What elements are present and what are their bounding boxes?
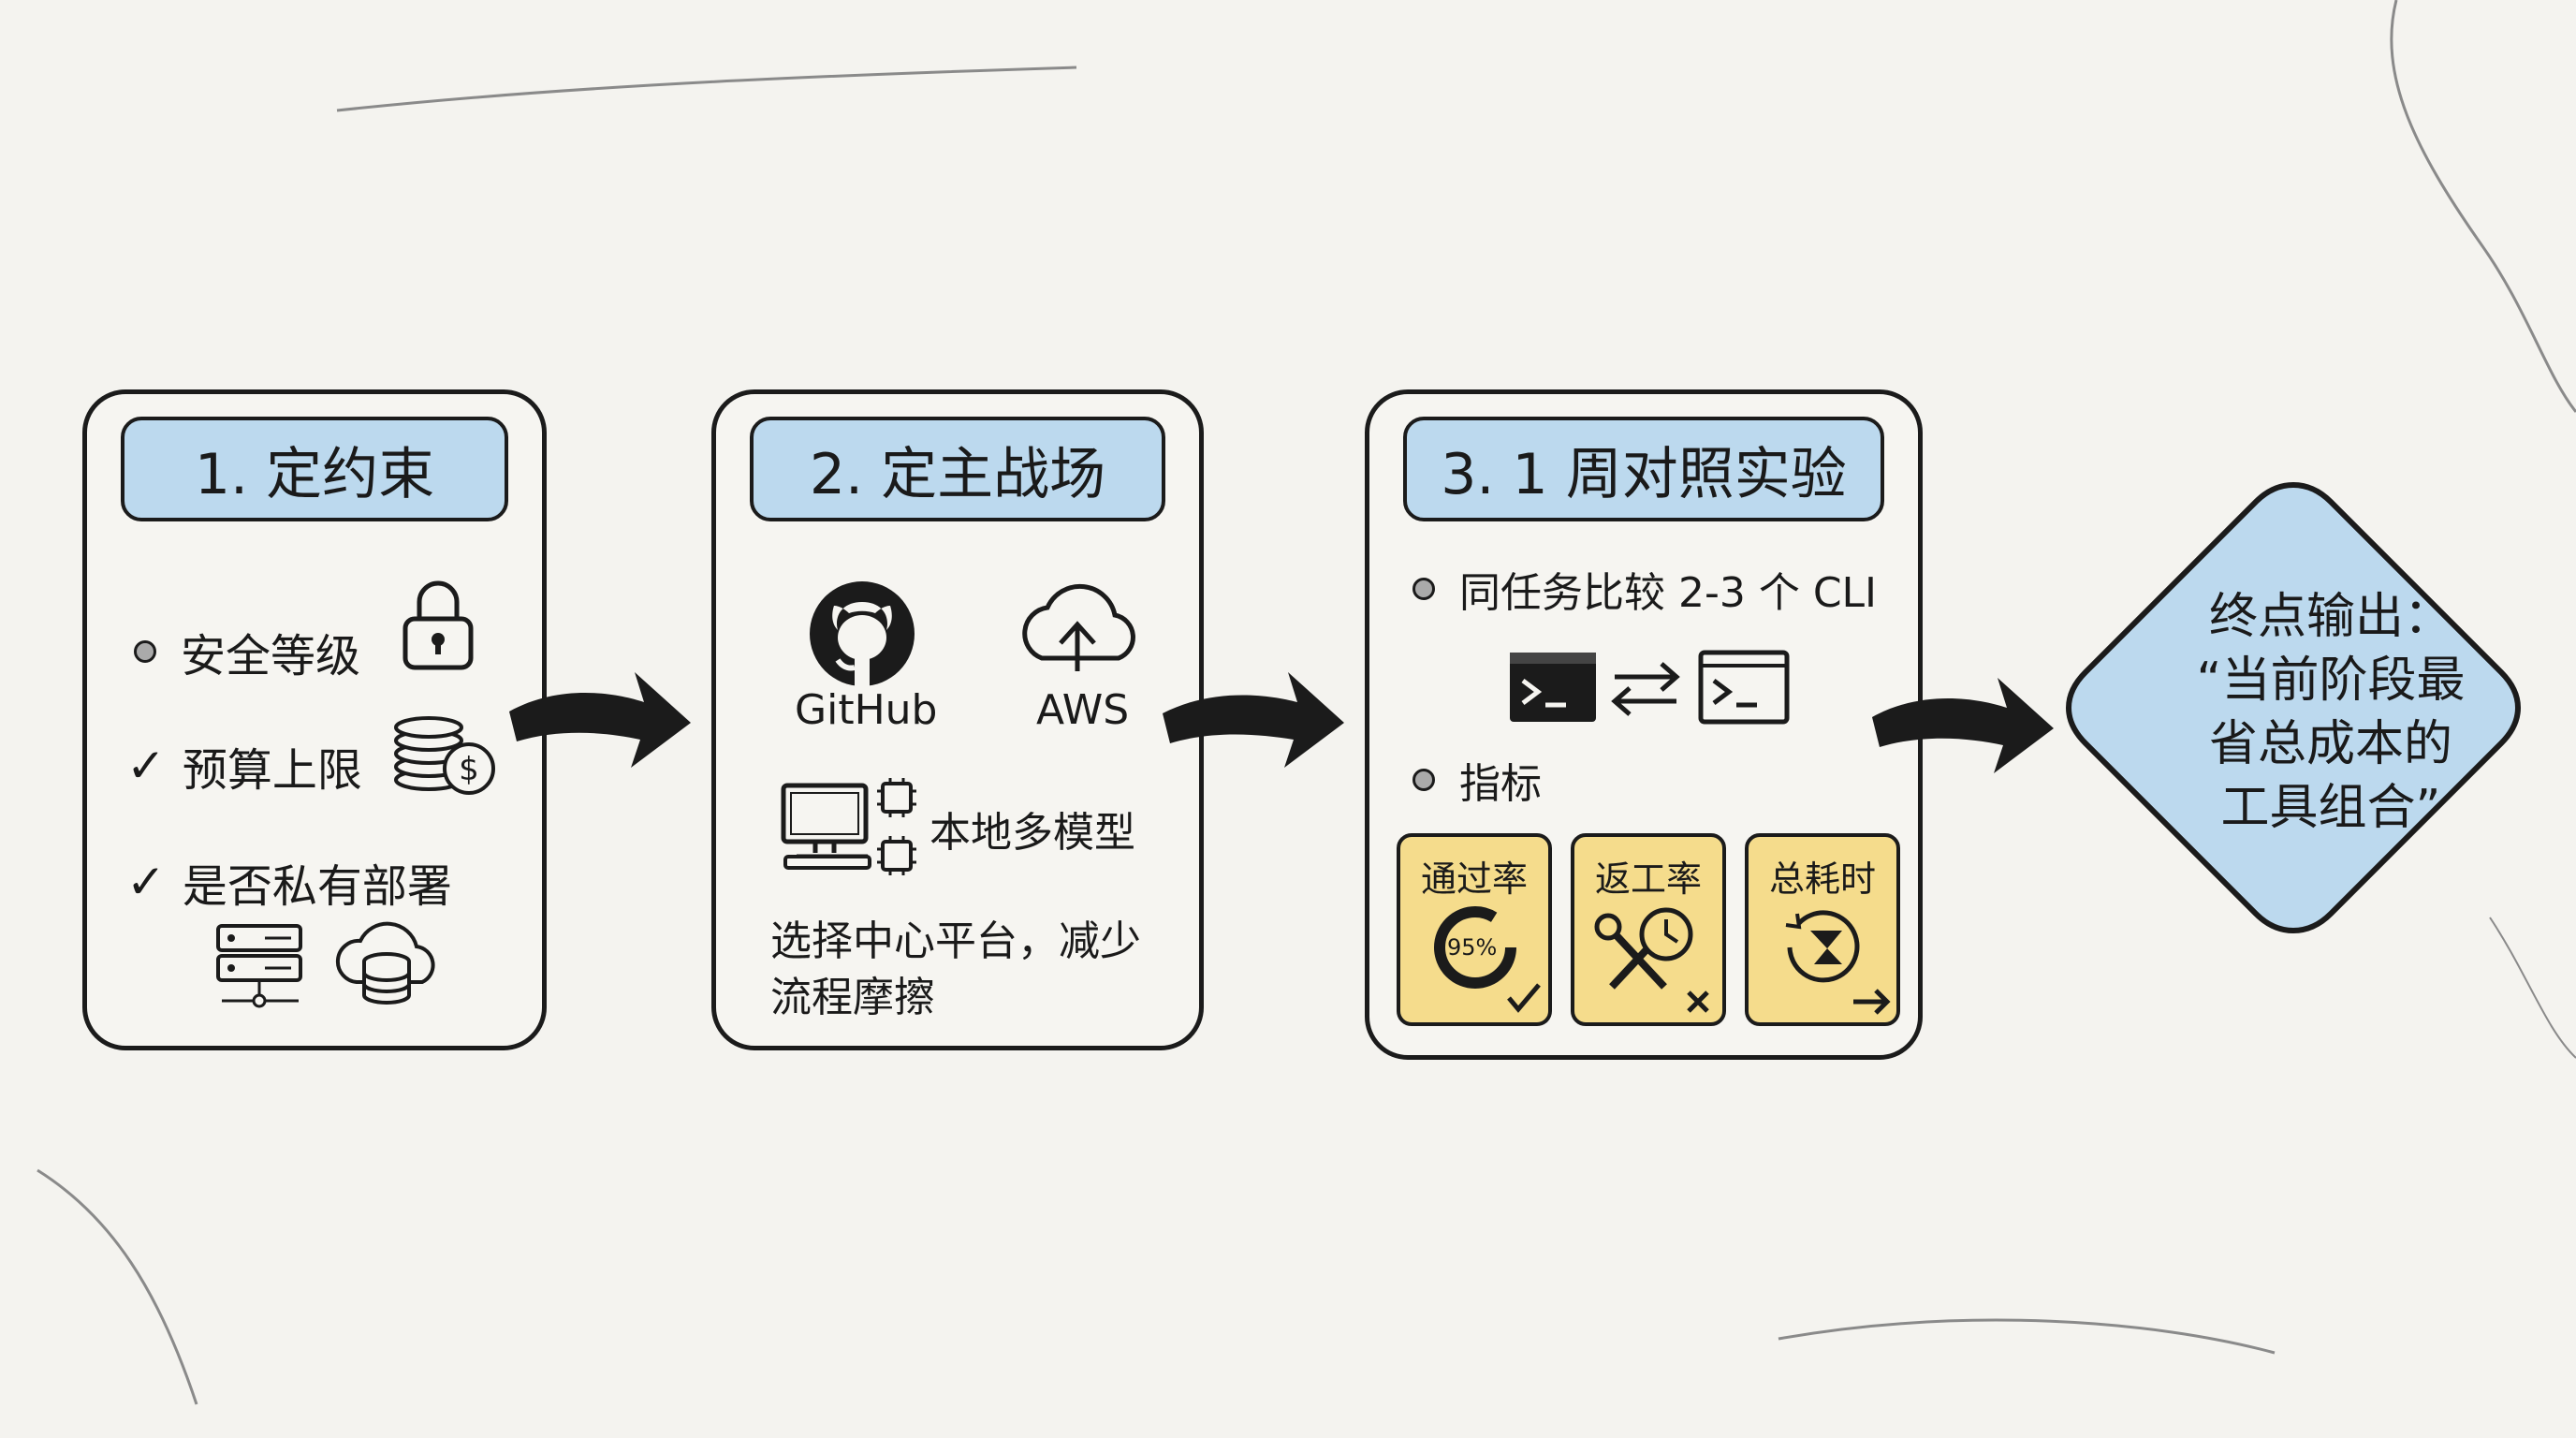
cloud-upload-icon — [1022, 583, 1135, 671]
constraint-label: 是否私有部署 — [182, 860, 452, 913]
constraint-item: ✓ 预算上限 — [126, 733, 362, 799]
svg-text:$: $ — [459, 751, 479, 788]
swap-arrows-icon — [1611, 662, 1680, 716]
output-diamond — [2065, 481, 2522, 934]
platform-label: AWS — [1036, 686, 1130, 734]
local-models-label: 本地多模型 — [929, 809, 1135, 857]
platform-note: 流程摩擦 — [770, 974, 935, 1021]
cloud-database-icon — [335, 921, 435, 1005]
flow-arrow-icon — [509, 672, 691, 768]
constraint-item: 安全等级 — [134, 619, 360, 684]
checkmark-icon: ✓ — [126, 855, 166, 909]
constraint-item: ✓ 是否私有部署 — [126, 849, 452, 915]
compare-item: 同任务比较 2-3 个 CLI — [1412, 559, 1877, 619]
output-line: 工具组合” — [2220, 780, 2441, 836]
bullet-dot-icon — [1412, 769, 1435, 791]
compare-label: 同任务比较 2-3 个 CLI — [1459, 569, 1878, 617]
metric-label: 通过率 — [1420, 858, 1528, 900]
constraint-label: 预算上限 — [182, 744, 362, 797]
step-card-platform: 2. 定主战场 GitHub AWS 本地多模型 选择中心平台，减少 流程摩擦 — [711, 389, 1204, 1050]
github-icon — [810, 581, 915, 686]
output-text: 终点输出： “当前阶段最 省总成本的 工具组合” — [2097, 585, 2565, 840]
cli-compare-icons — [1510, 650, 1790, 725]
metric-tile-pass-rate: 通过率 95% — [1397, 833, 1552, 1026]
terminal-light-icon — [1698, 650, 1790, 725]
step-title: 3. 1 周对照实验 — [1403, 417, 1884, 521]
output-line: “当前阶段最 — [2196, 653, 2466, 709]
step-title: 1. 定约束 — [121, 417, 508, 521]
server-rack-icon — [216, 924, 302, 1008]
flow-arrow-icon — [1872, 678, 2054, 773]
computer-chip-icon — [781, 778, 916, 875]
output-line: 省总成本的 — [2208, 716, 2452, 772]
output-line: 终点输出： — [2208, 589, 2452, 645]
metric-label: 返工率 — [1594, 858, 1702, 900]
metrics-label: 指标 — [1459, 760, 1542, 808]
platform-note: 选择中心平台，减少 — [770, 917, 1141, 965]
platform-label: GitHub — [795, 686, 938, 734]
gauge-check-icon — [1434, 906, 1541, 1013]
step-title: 2. 定主战场 — [750, 417, 1165, 521]
metric-tile-total-time: 总耗时 — [1745, 833, 1900, 1026]
terminal-dark-icon — [1510, 653, 1596, 722]
metric-label: 总耗时 — [1768, 858, 1876, 900]
metric-tile-rework-rate: 返工率 — [1571, 833, 1726, 1026]
step-card-constraints: 1. 定约束 安全等级 ✓ 预算上限 ✓ 是否私有部署 $ — [82, 389, 547, 1050]
metrics-item: 指标 — [1412, 750, 1542, 810]
coins-icon: $ — [394, 716, 495, 795]
flow-arrow-icon — [1163, 672, 1344, 768]
bullet-dot-icon — [134, 640, 156, 663]
tools-clock-icon — [1594, 907, 1709, 1013]
hourglass-timer-icon — [1785, 910, 1891, 1015]
bullet-dot-icon — [1412, 578, 1435, 600]
constraint-label: 安全等级 — [181, 630, 361, 682]
checkmark-icon: ✓ — [126, 739, 166, 793]
pass-rate-badge: 95% — [1447, 934, 1498, 961]
padlock-icon — [402, 580, 474, 670]
